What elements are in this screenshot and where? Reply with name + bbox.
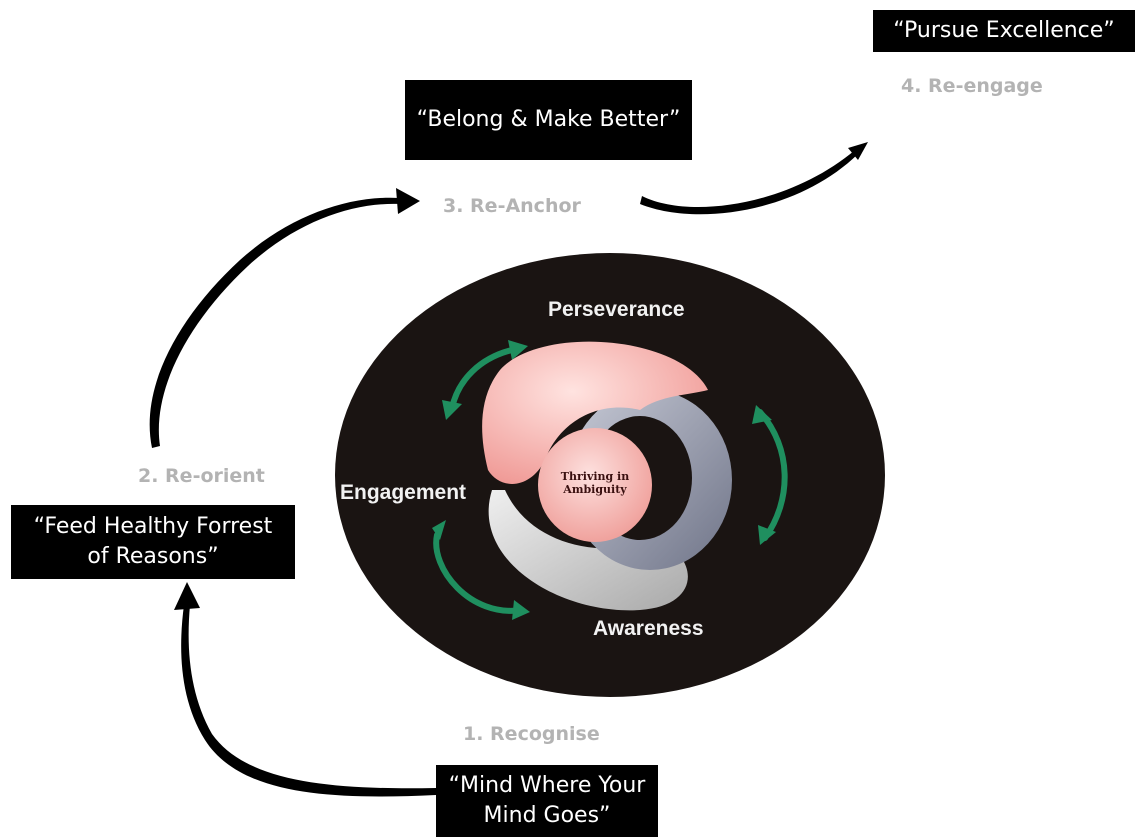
core-label: Thriving in Ambiguity — [560, 470, 630, 496]
quote-reanchor: “Belong & Make Better” — [416, 107, 681, 132]
ring-gray — [488, 490, 688, 611]
quote-box-reengage: “Pursue Excellence” — [873, 10, 1135, 52]
green-cycle-arrows — [433, 347, 788, 614]
quote-box-reorient: “Feed Healthy Forrest of Reasons” — [11, 505, 295, 579]
green-arrow-heads — [432, 340, 776, 620]
step-reorient: 2. Re-orient — [138, 465, 265, 487]
quote-box-reanchor: “Belong & Make Better” — [405, 80, 692, 160]
ring-pink — [482, 341, 708, 484]
arrow-head-reengage — [848, 142, 868, 160]
green-arrow-right — [757, 409, 788, 541]
quote-reorient: “Feed Healthy Forrest of Reasons” — [33, 514, 273, 569]
step-reengage: 4. Re-engage — [901, 75, 1043, 97]
core-circle — [538, 428, 652, 542]
arrow-recognise-to-reorient — [181, 605, 436, 797]
label-awareness: Awareness — [593, 617, 704, 640]
flow-arrows — [149, 142, 868, 797]
arrow-head-reanchor — [396, 188, 420, 214]
label-engagement: Engagement — [340, 481, 467, 504]
step-recognise: 1. Recognise — [463, 723, 600, 745]
green-arrow-top-left — [449, 347, 515, 411]
step-reanchor: 3. Re-Anchor — [443, 195, 581, 217]
quote-recognise: “Mind Where Your Mind Goes” — [448, 773, 646, 828]
arrow-head-reorient — [174, 582, 200, 610]
label-perseverance: Perseverance — [548, 298, 685, 321]
quote-reengage: “Pursue Excellence” — [893, 18, 1115, 43]
quote-box-recognise: “Mind Where Your Mind Goes” — [436, 765, 658, 837]
arrow-reanchor-to-reengage — [640, 150, 858, 215]
green-arrow-bottom-left — [433, 532, 525, 614]
